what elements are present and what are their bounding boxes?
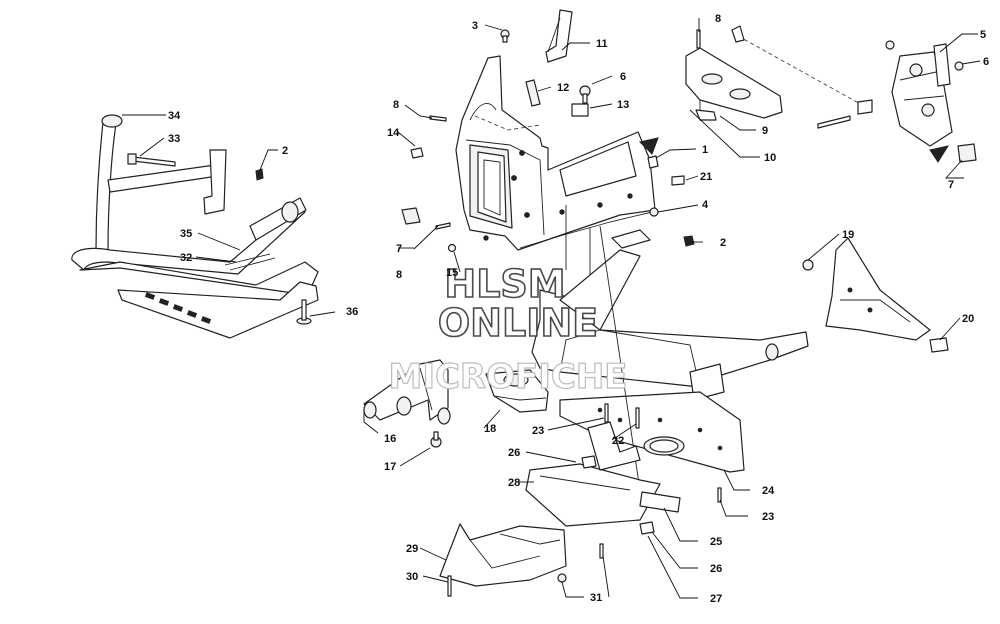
callout-12: 12 [557, 82, 569, 94]
part-8-pin-lower [435, 222, 451, 230]
callout-24: 24 [762, 485, 775, 497]
callout-14: 14 [387, 127, 400, 139]
callout-7-left: 7 [396, 243, 402, 255]
callout-23-left: 23 [532, 425, 544, 437]
part-15-fastener [447, 243, 457, 253]
callout-26-upper: 26 [508, 447, 520, 459]
callout-8-lower: 8 [396, 269, 402, 281]
part-23-plate [587, 421, 641, 471]
callout-labels: 3 11 8 5 6 12 6 8 13 9 14 10 1 21 7 4 7 … [168, 13, 989, 605]
part-18-bracket [485, 369, 549, 413]
part-26-clips [581, 455, 655, 535]
callout-19: 19 [842, 229, 854, 241]
part-16-bracket [363, 359, 451, 448]
watermark-line-1: HLSM [444, 262, 565, 306]
part-3-screw [500, 29, 510, 43]
callout-11: 11 [596, 38, 608, 50]
main-lower-frame [531, 205, 809, 503]
callout-15: 15 [446, 267, 458, 279]
callout-3: 3 [472, 20, 478, 32]
part-6-bolt [579, 85, 591, 104]
part-2-nut-right [683, 235, 695, 247]
callout-18: 18 [484, 423, 496, 435]
part-11-bracket [545, 9, 573, 63]
callout-23-right: 23 [762, 511, 774, 523]
right-side-frame [802, 237, 949, 353]
callout-6-center: 6 [620, 71, 626, 83]
callout-7-right: 7 [948, 179, 954, 191]
upper-frame-support [455, 55, 656, 251]
part-31-screw [599, 543, 604, 559]
callout-25: 25 [710, 536, 722, 548]
callout-8-left: 8 [393, 99, 399, 111]
callout-30: 30 [406, 571, 418, 583]
callout-27: 27 [710, 593, 722, 605]
callout-20: 20 [962, 313, 974, 325]
callout-34: 34 [168, 110, 181, 122]
callout-1: 1 [702, 144, 708, 156]
callout-22: 22 [612, 435, 624, 447]
part-21-nut [671, 175, 685, 186]
part-13-clip [571, 103, 589, 117]
callout-2-left: 2 [282, 145, 288, 157]
callout-6-right: 6 [983, 56, 989, 68]
watermark-line-2: ONLINE [438, 301, 598, 345]
skid-plate-slots [144, 292, 212, 324]
callout-31: 31 [590, 592, 602, 604]
underpan-holes [597, 407, 723, 451]
front-bumper-assembly [71, 114, 319, 339]
callout-33: 33 [168, 133, 180, 145]
part-8-pin-upper [429, 115, 447, 122]
callout-13: 13 [617, 99, 629, 111]
callout-26-lower: 26 [710, 563, 722, 575]
callout-17: 17 [384, 461, 396, 473]
callout-16: 16 [384, 433, 396, 445]
part-14-fastener [410, 147, 424, 159]
watermark: HLSM ONLINE MICROFICHE [388, 261, 628, 397]
callout-9: 9 [762, 125, 768, 137]
callout-5: 5 [980, 29, 986, 41]
part-29-foot-bracket [439, 523, 567, 597]
part-12-strip [525, 79, 541, 107]
watermark-line-3: MICROFICHE [388, 357, 627, 397]
part-4-bolt [649, 207, 659, 217]
part-7-pad-left [401, 207, 421, 225]
part-28-shield [525, 463, 661, 527]
leader-lines [122, 18, 981, 599]
part-25-pad [639, 491, 681, 513]
steering-post-bracket [817, 40, 977, 163]
callout-8-top: 8 [715, 13, 721, 25]
callout-29: 29 [406, 543, 418, 555]
callout-35: 35 [180, 228, 192, 240]
part-1-clip [647, 155, 659, 169]
callout-2-right: 2 [720, 237, 726, 249]
callout-36: 36 [346, 306, 358, 318]
top-bracket-assembly [685, 25, 865, 121]
callout-32: 32 [180, 252, 192, 264]
direction-arrow-upper [639, 137, 659, 155]
callout-28: 28 [508, 477, 520, 489]
callout-21: 21 [700, 171, 712, 183]
callout-4: 4 [702, 199, 709, 211]
callout-10: 10 [764, 152, 776, 164]
